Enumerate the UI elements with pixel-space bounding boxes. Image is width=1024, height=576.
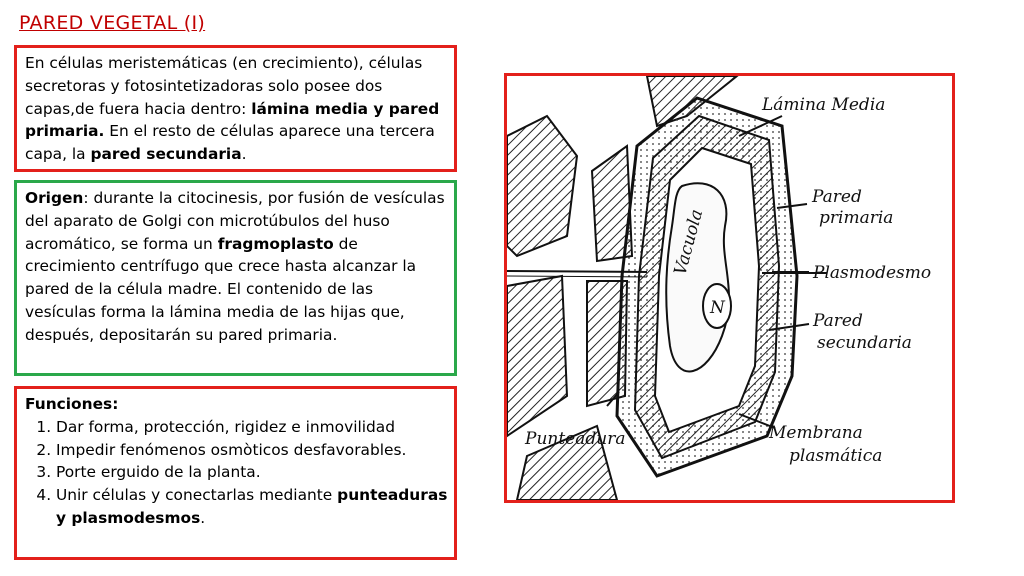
label-leaders — [606, 115, 810, 429]
label-lamina-media: Lámina Media — [761, 95, 885, 115]
label-plasmodesmo: Plasmodesmo — [812, 263, 931, 283]
functions-box: Funciones: Dar forma, protección, rigide… — [14, 386, 457, 560]
nucleus-shape — [702, 283, 732, 329]
cell-wall-drawing: Lámina Media Pared primaria Plasmodesmo … — [507, 76, 931, 500]
label-pared-primaria-1: Pared — [811, 187, 862, 207]
functions-list: Dar forma, protección, rigidez e inmovil… — [25, 416, 448, 530]
label-nucleo: N — [709, 298, 726, 318]
origin-bold-1: fragmoplasto — [217, 234, 334, 253]
origin-text-2: de crecimiento centrífugo que crece hast… — [25, 234, 417, 344]
intro-box: En células meristemáticas (en crecimient… — [14, 45, 457, 172]
label-pared-secundaria-1: Pared — [812, 311, 863, 331]
intro-bold-1: lámina media y pared primaria. — [25, 99, 440, 141]
function-item-4: Unir células y conectarlas mediante punt… — [56, 484, 448, 530]
origin-text-1: : durante la citocinesis, por fusión de … — [25, 189, 445, 253]
functions-heading: Funciones: — [25, 395, 119, 413]
function-item-2: Impedir fenómenos osmòticos desfavorable… — [56, 439, 448, 462]
label-membrana-2: plasmática — [789, 446, 882, 466]
function-item-4-end: . — [200, 508, 206, 527]
label-pared-primaria-2: primaria — [819, 208, 893, 228]
function-item-4-text: Unir células y conectarlas mediante — [56, 486, 338, 505]
central-cell — [615, 96, 799, 478]
function-item-3: Porte erguido de la planta. — [56, 461, 448, 484]
origin-label: Origen — [25, 189, 84, 207]
function-item-1: Dar forma, protección, rigidez e inmovil… — [56, 416, 448, 439]
intro-bold-2: pared secundaria — [90, 145, 242, 164]
function-item-4-bold: punteaduras y plasmodesmos — [56, 486, 448, 527]
intro-text-1: En células meristemáticas (en crecimient… — [25, 54, 423, 118]
label-pared-secundaria-2: secundaria — [817, 333, 912, 353]
label-membrana-1: Membrana — [768, 423, 863, 443]
intro-text-3: . — [241, 145, 247, 164]
origin-box: Origen: durante la citocinesis, por fusi… — [14, 180, 457, 376]
label-punteadura: Punteadura — [524, 429, 625, 449]
cell-wall-diagram: Lámina Media Pared primaria Plasmodesmo … — [504, 73, 955, 503]
intro-text-2: En el resto de células aparece una terce… — [25, 122, 435, 164]
page-title: PARED VEGETAL (I) — [19, 12, 206, 34]
